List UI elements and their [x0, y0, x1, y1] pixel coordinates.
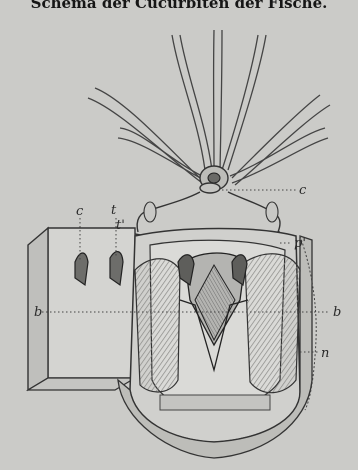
label-t-prime: t' [116, 218, 125, 233]
gill-left [135, 259, 180, 392]
gill-right [245, 254, 300, 393]
label-c-left: c [76, 204, 84, 219]
label-b-left: b [34, 305, 42, 320]
label-b-right: b [333, 305, 341, 320]
tentacles [88, 30, 330, 185]
label-p-prime: p' [294, 236, 306, 251]
label-n: n [321, 346, 329, 361]
label-t: t [111, 203, 117, 218]
label-c-right: c [299, 183, 307, 198]
